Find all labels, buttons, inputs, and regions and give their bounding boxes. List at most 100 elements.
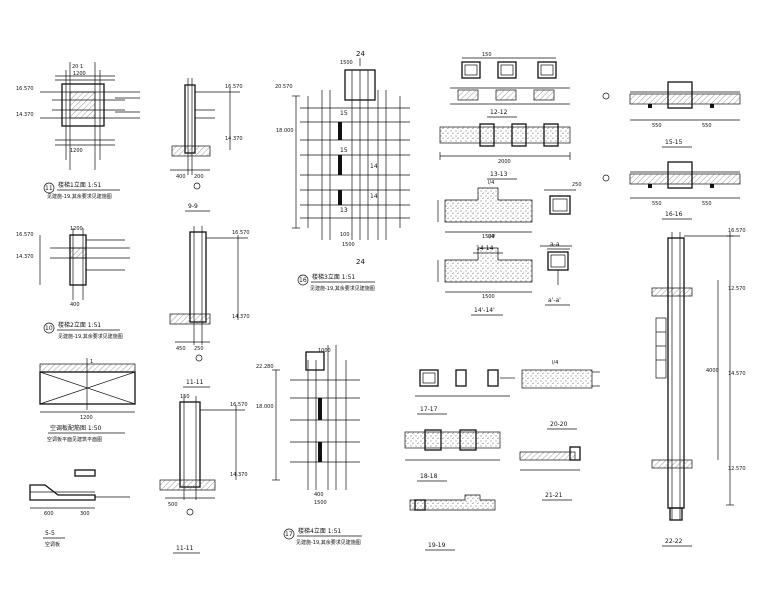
svg-text:16.570: 16.570 xyxy=(225,84,243,90)
svg-text:400: 400 xyxy=(70,302,80,308)
svg-text:12.570: 12.570 xyxy=(728,466,746,472)
svg-text:1200: 1200 xyxy=(70,226,83,232)
svg-text:16-16: 16-16 xyxy=(665,211,683,218)
svg-text:14.370: 14.370 xyxy=(232,314,250,320)
svg-text:a'-a': a'-a' xyxy=(548,297,561,304)
svg-text:l/4: l/4 xyxy=(488,180,494,186)
svg-text:16.570: 16.570 xyxy=(232,230,250,236)
svg-text:4000: 4000 xyxy=(706,368,719,374)
detail-a-a: 250 a-a xyxy=(544,182,582,250)
detail-11-stair1-elevation: 20 1 1200 1200 16.570 14.370 11 楼梯1立面 1:… xyxy=(16,62,140,200)
svg-text:24: 24 xyxy=(356,50,365,58)
detail-15-15: 550 550 15-15 xyxy=(602,81,741,148)
svg-text:300: 300 xyxy=(80,511,90,517)
detail-14b-14b: 1500 l/4' 14'-14' xyxy=(437,234,533,316)
svg-text:1500: 1500 xyxy=(482,294,495,300)
svg-text:见建施-19,其余要求见建施图: 见建施-19,其余要求见建施图 xyxy=(58,333,123,340)
svg-text:楼梯4立面 1:51: 楼梯4立面 1:51 xyxy=(298,527,341,535)
detail-12-12: 150 12-12 xyxy=(450,52,570,118)
svg-text:18.000: 18.000 xyxy=(276,128,294,134)
svg-text:14.370: 14.370 xyxy=(16,254,34,260)
svg-text:楼梯3立面 1:51: 楼梯3立面 1:51 xyxy=(312,273,355,281)
svg-text:19-19: 19-19 xyxy=(428,542,446,549)
svg-text:楼梯2立面 1:51: 楼梯2立面 1:51 xyxy=(58,321,101,329)
svg-text:550: 550 xyxy=(652,201,662,207)
svg-text:1200: 1200 xyxy=(70,148,83,154)
detail-ac-slab-plan: 1200 1 空调板配筋图 1:50 空调板平面见建筑平面图 xyxy=(39,358,136,443)
svg-text:a-a: a-a xyxy=(550,241,560,248)
svg-text:11-11: 11-11 xyxy=(186,379,204,386)
svg-text:18-18: 18-18 xyxy=(420,473,438,480)
detail-9-9: 16.570 14.370 400 200 9-9 xyxy=(170,78,243,212)
svg-text:空调板配筋图 1:50: 空调板配筋图 1:50 xyxy=(50,424,102,432)
svg-text:18.000: 18.000 xyxy=(256,404,274,410)
svg-text:10: 10 xyxy=(45,325,53,332)
svg-text:空调板平面见建筑平面图: 空调板平面见建筑平面图 xyxy=(47,436,102,443)
svg-text:16: 16 xyxy=(299,277,307,284)
svg-text:见建施-19,其余要求见建施图: 见建施-19,其余要求见建施图 xyxy=(47,193,112,200)
detail-16-stair3-elevation: 24 1500 20.570 18.000 15 15 14 14 13 10 xyxy=(275,50,410,292)
svg-text:15: 15 xyxy=(340,110,348,117)
svg-text:1: 1 xyxy=(90,359,93,365)
detail-11-11-lower: 150 16.570 14.370 500 11-11 xyxy=(159,394,248,554)
svg-text:12.570: 12.570 xyxy=(728,286,746,292)
svg-text:11-11: 11-11 xyxy=(176,545,194,552)
svg-text:16.570: 16.570 xyxy=(230,402,248,408)
svg-text:见建施-19,其余要求见建施图: 见建施-19,其余要求见建施图 xyxy=(310,285,375,292)
svg-text:见建施-19,其余要求见建施图: 见建施-19,其余要求见建施图 xyxy=(296,539,361,546)
svg-text:16.570: 16.570 xyxy=(16,86,34,92)
svg-text:14'-14': 14'-14' xyxy=(474,307,495,314)
svg-text:9-9: 9-9 xyxy=(188,203,198,210)
svg-text:200: 200 xyxy=(194,174,204,180)
svg-text:20 1: 20 1 xyxy=(72,64,83,70)
svg-text:150: 150 xyxy=(180,394,190,400)
detail-18-18: 18-18 xyxy=(404,429,501,482)
svg-text:21-21: 21-21 xyxy=(545,492,563,499)
svg-text:250: 250 xyxy=(194,346,204,352)
svg-text:13-13: 13-13 xyxy=(490,171,508,178)
svg-text:600: 600 xyxy=(44,511,54,517)
detail-5-5: 600 300 5-5 空调板 xyxy=(29,469,130,548)
svg-text:15-15: 15-15 xyxy=(665,139,683,146)
svg-text:20-20: 20-20 xyxy=(550,421,568,428)
detail-14-14: 1500 l/4 14-14 xyxy=(437,180,533,254)
detail-ab-ab: a'-a' xyxy=(540,245,572,306)
svg-text:14.570: 14.570 xyxy=(728,371,746,377)
svg-text:14.370: 14.370 xyxy=(230,472,248,478)
svg-text:1500: 1500 xyxy=(340,60,353,66)
svg-text:22.280: 22.280 xyxy=(256,364,274,370)
detail-16-16: 550 550 16-16 xyxy=(602,161,741,220)
svg-text:100: 100 xyxy=(340,232,350,238)
svg-text:16.570: 16.570 xyxy=(16,232,34,238)
svg-text:空调板: 空调板 xyxy=(45,541,60,548)
svg-text:1500: 1500 xyxy=(482,234,495,240)
detail-20-20: 19-19 xyxy=(409,494,496,551)
detail-13-13: 2000 13-13 xyxy=(439,123,571,180)
svg-text:17: 17 xyxy=(285,531,293,538)
svg-text:400: 400 xyxy=(176,174,186,180)
svg-text:550: 550 xyxy=(702,201,712,207)
svg-text:12-12: 12-12 xyxy=(490,109,508,116)
svg-text:400: 400 xyxy=(314,492,324,498)
svg-text:l/4': l/4' xyxy=(488,234,496,240)
svg-text:2000: 2000 xyxy=(498,159,511,165)
svg-text:150: 150 xyxy=(482,52,492,58)
svg-text:550: 550 xyxy=(652,123,662,129)
svg-text:14.370: 14.370 xyxy=(16,112,34,118)
svg-text:500: 500 xyxy=(168,502,178,508)
svg-text:1200: 1200 xyxy=(73,71,86,77)
svg-text:20.570: 20.570 xyxy=(275,84,293,90)
detail-22-22: 16.570 12.570 14.570 12.570 4000 22-22 xyxy=(651,228,746,547)
svg-text:13: 13 xyxy=(340,207,348,214)
svg-text:24: 24 xyxy=(356,258,365,266)
svg-text:15: 15 xyxy=(340,147,348,154)
svg-text:250: 250 xyxy=(572,182,582,188)
svg-text:5-5: 5-5 xyxy=(45,530,55,537)
svg-text:1500: 1500 xyxy=(342,242,355,248)
svg-text:22-22: 22-22 xyxy=(665,538,683,545)
detail-10-stair2-elevation: 16.570 14.370 1200 400 10 楼梯2立面 1:51 见建施… xyxy=(16,226,130,340)
svg-text:14.370: 14.370 xyxy=(225,136,243,142)
detail-17-stair4-elevation: 22.280 18.000 1000 400 1500 17 楼梯4立面 1:5… xyxy=(256,345,362,546)
